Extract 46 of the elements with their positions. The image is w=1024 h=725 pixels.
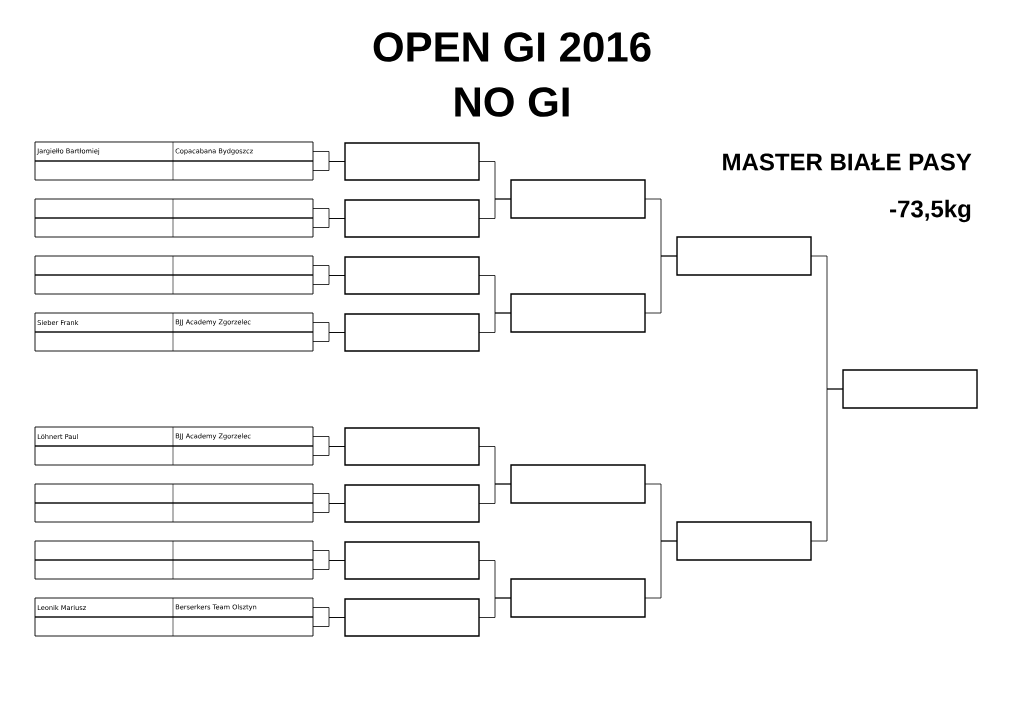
bracket-line <box>312 617 346 627</box>
result-box <box>842 369 978 409</box>
bracket-line <box>312 161 346 171</box>
entry-row <box>34 483 314 504</box>
bracket-line <box>810 388 844 542</box>
bracket-line <box>312 446 346 456</box>
bracket-line <box>312 560 346 570</box>
result-box <box>344 199 480 238</box>
entry-row <box>34 274 314 295</box>
entry-row <box>34 502 314 523</box>
result-box <box>344 256 480 295</box>
result-box <box>344 484 480 523</box>
result-box <box>344 541 480 580</box>
bracket-line <box>478 597 512 618</box>
bracket-line <box>644 540 678 599</box>
entry-row <box>34 445 314 466</box>
entry-row <box>34 198 314 219</box>
entry-row <box>34 616 314 637</box>
bracket-line <box>478 198 512 219</box>
bracket-line <box>312 218 346 228</box>
weight-label: -73,5kg <box>890 199 971 223</box>
subtitle: NO GI <box>455 87 569 117</box>
bracket-line <box>644 255 678 314</box>
entry-row <box>34 160 314 181</box>
result-box <box>676 236 812 276</box>
title: OPEN GI 2016 <box>373 32 651 62</box>
entry-row <box>34 217 314 238</box>
entry-row <box>34 255 314 276</box>
bracket-line <box>478 483 512 504</box>
result-box <box>510 293 646 333</box>
bracket-line <box>478 312 512 333</box>
result-box <box>344 313 480 352</box>
result-box <box>344 427 480 466</box>
bracket-line <box>312 275 346 285</box>
entry-row <box>34 331 314 352</box>
entry-row <box>34 559 314 580</box>
bracket-line <box>312 503 346 513</box>
bracket-line <box>312 332 346 342</box>
result-box <box>676 521 812 561</box>
entry-row <box>34 540 314 561</box>
result-box <box>344 142 480 181</box>
category-label: MASTER BIAŁE PASY <box>723 153 972 171</box>
result-box <box>344 598 480 637</box>
result-box <box>510 578 646 618</box>
result-box <box>510 179 646 219</box>
result-box <box>510 464 646 504</box>
